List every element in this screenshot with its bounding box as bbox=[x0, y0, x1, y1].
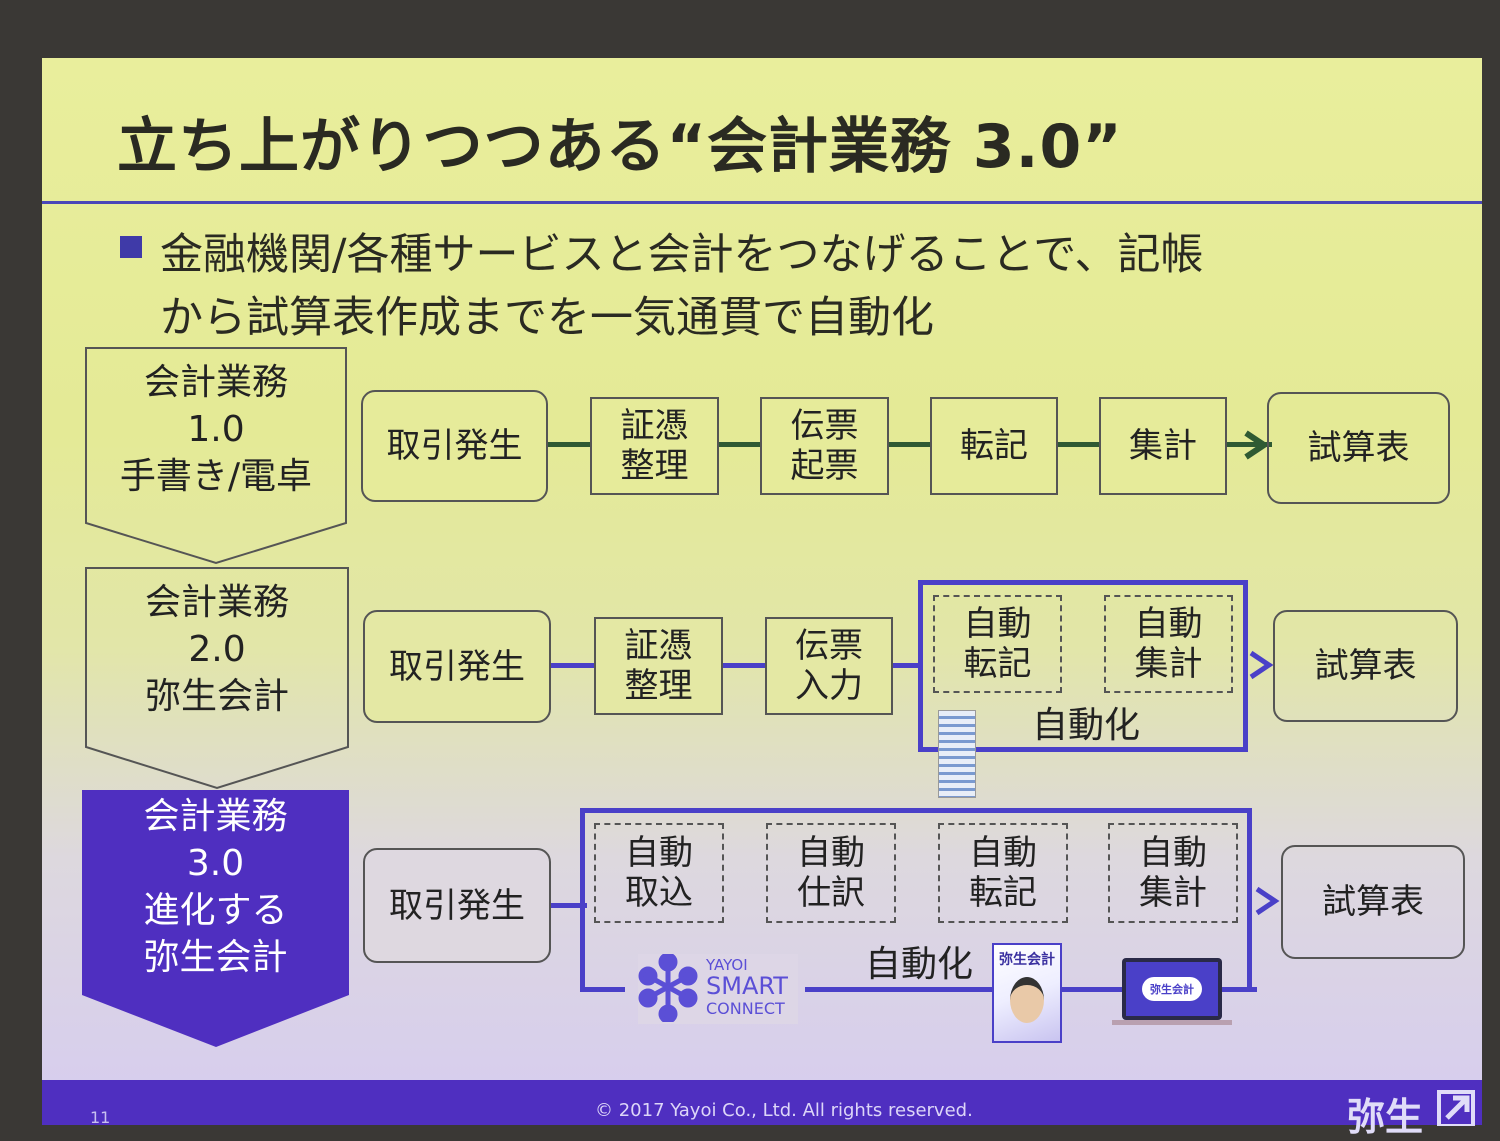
slide-title: 立ち上がりつつある“会計業務 3.0” bbox=[117, 112, 1123, 182]
bullet-text-line2: から試算表作成までを一気通貫で自動化 bbox=[160, 293, 934, 343]
stage-label: 会計業務 bbox=[144, 582, 289, 623]
stage-label: 会計業務 bbox=[143, 362, 288, 403]
brand-logo: 弥生 bbox=[1347, 1095, 1424, 1139]
title-divider bbox=[42, 201, 1482, 204]
copyright: © 2017 Yayoi Co., Ltd. All rights reserv… bbox=[595, 1100, 973, 1121]
result-trial-balance: 試算表 bbox=[1273, 610, 1458, 722]
arrow-right-icon bbox=[1249, 650, 1274, 680]
stage-3-0: 会計業務 3.0 進化する 弥生会計 bbox=[82, 790, 349, 1047]
automation-group bbox=[580, 808, 1252, 992]
arrow-right-icon bbox=[1244, 430, 1270, 460]
stage-version: 2.0 bbox=[188, 629, 246, 670]
yayoi-kaikei-package: 弥生会計 bbox=[992, 943, 1062, 1043]
stage-desc-2: 弥生会計 bbox=[143, 937, 288, 978]
auto-posting: 自動 転記 bbox=[933, 595, 1062, 693]
stage-label: 会計業務 bbox=[143, 796, 288, 837]
page-number: 11 bbox=[90, 1108, 111, 1127]
auto-totaling: 自動 集計 bbox=[1108, 823, 1238, 923]
automation-label: 自動化 bbox=[1032, 705, 1141, 746]
step-voucher-sort: 証憑 整理 bbox=[590, 397, 719, 495]
step-slip: 伝票 起票 bbox=[760, 397, 889, 495]
logo-text-yayoi: YAYOI bbox=[706, 956, 748, 974]
slide: 立ち上がりつつある“会計業務 3.0” 金融機関/各種サービスと会計をつなげるこ… bbox=[42, 58, 1482, 1139]
stage-2-0: 会計業務 2.0 弥生会計 bbox=[85, 567, 349, 790]
yayoi-smart-connect-logo: YAYOI SMART CONNECT bbox=[638, 954, 798, 1024]
stage-desc: 手書き/電卓 bbox=[119, 456, 313, 497]
stage-desc: 弥生会計 bbox=[144, 676, 289, 717]
step-posting: 転記 bbox=[930, 397, 1058, 495]
logo-text-smart: SMART bbox=[706, 972, 788, 1000]
stage-1-0: 会計業務 1.0 手書き/電卓 bbox=[85, 347, 347, 565]
stage-version: 1.0 bbox=[187, 409, 245, 450]
auto-journal: 自動 仕訳 bbox=[766, 823, 896, 923]
automation-label: 自動化 bbox=[865, 944, 974, 985]
automation-group bbox=[918, 580, 1248, 752]
step-transaction: 取引発生 bbox=[363, 848, 551, 963]
bullet-text-line1: 金融機関/各種サービスと会計をつなげることで、記帳 bbox=[160, 230, 1204, 280]
logo-text-connect: CONNECT bbox=[706, 999, 785, 1018]
cloud-product-label: 弥生会計 bbox=[1142, 977, 1202, 1001]
laptop-icon: 弥生会計 bbox=[1122, 958, 1222, 1020]
auto-totaling: 自動 集計 bbox=[1104, 595, 1233, 693]
person-photo-icon bbox=[1010, 977, 1044, 1023]
step-transaction: 取引発生 bbox=[363, 610, 551, 723]
result-trial-balance: 試算表 bbox=[1267, 392, 1450, 504]
network-nodes-icon bbox=[638, 954, 698, 1022]
stage-desc: 進化する bbox=[143, 890, 288, 931]
package-title: 弥生会計 bbox=[999, 952, 1055, 968]
step-totaling: 集計 bbox=[1099, 397, 1227, 495]
step-transaction: 取引発生 bbox=[361, 390, 548, 502]
auto-import: 自動 取込 bbox=[594, 823, 724, 923]
arrow-right-icon bbox=[1255, 886, 1280, 916]
result-trial-balance: 試算表 bbox=[1281, 845, 1465, 959]
brand-arrow-icon bbox=[1437, 1090, 1475, 1126]
stage-version: 3.0 bbox=[186, 843, 245, 884]
step-slip-input: 伝票 入力 bbox=[765, 617, 893, 715]
yayoi-package-icon bbox=[938, 710, 976, 798]
footer-bar: 11 © 2017 Yayoi Co., Ltd. All rights res… bbox=[42, 1080, 1482, 1139]
bullet-square-icon bbox=[120, 236, 142, 258]
auto-posting: 自動 転記 bbox=[938, 823, 1068, 923]
step-voucher-sort: 証憑 整理 bbox=[594, 617, 723, 715]
